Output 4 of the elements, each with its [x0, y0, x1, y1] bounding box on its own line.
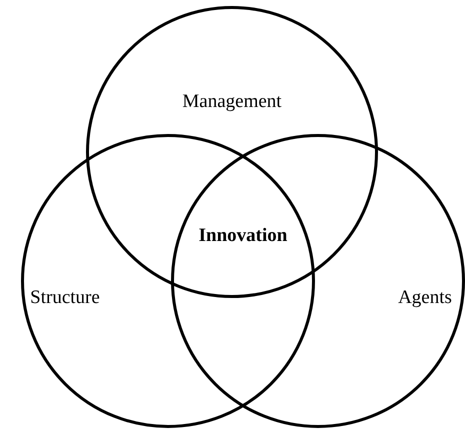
overlap-label: Innovation — [198, 225, 288, 247]
circle-label: Management — [182, 91, 282, 113]
circle-label: Structure — [30, 287, 100, 309]
circle-label: Agents — [398, 287, 452, 309]
